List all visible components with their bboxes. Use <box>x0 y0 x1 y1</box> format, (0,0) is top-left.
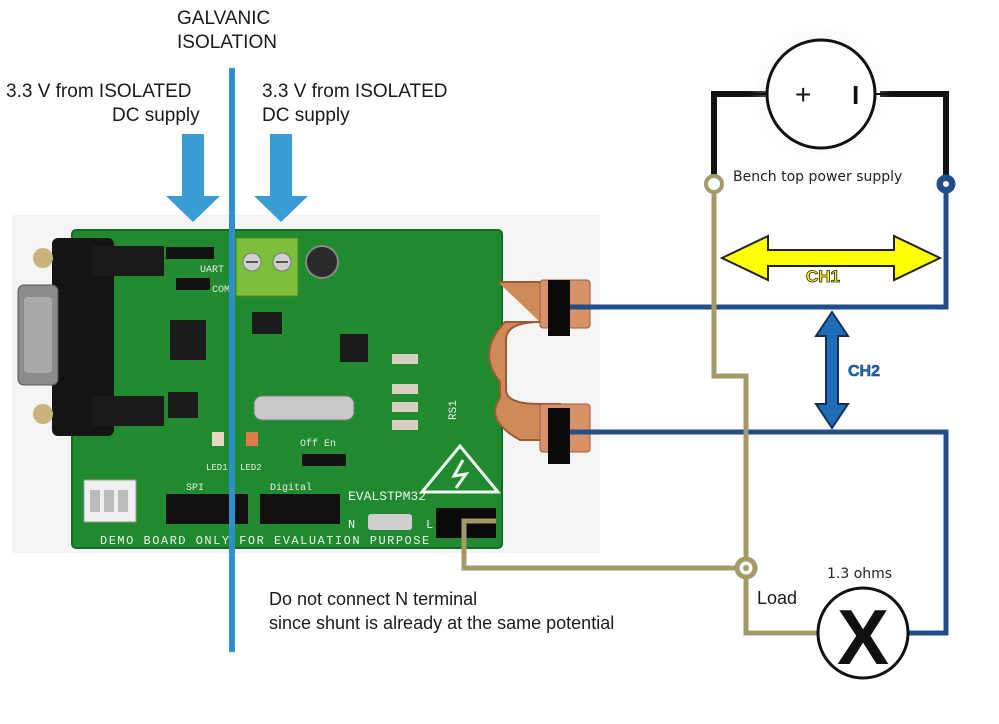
off-en-silk: Off En <box>300 438 336 450</box>
led2-silk: LED2 <box>240 463 262 473</box>
digital-silk: Digital <box>270 482 312 494</box>
load-x-icon: X <box>816 586 910 681</box>
terminal-block <box>235 237 299 297</box>
led1-silk: LED1 <box>206 463 228 473</box>
crystal <box>253 395 355 421</box>
terminal-clip <box>548 408 570 464</box>
db9-connector <box>17 238 164 436</box>
ic-chip <box>340 334 368 362</box>
ch1-label: CH1 <box>806 267 840 286</box>
left-supply-line1: 3.3 V from ISOLATED <box>6 81 192 102</box>
board-name: EVALSTPM32 <box>348 489 426 504</box>
high-voltage-warning-icon <box>418 443 502 494</box>
right-supply-line1: 3.3 V from ISOLATED <box>262 81 448 102</box>
load-value-label: 1.3 ohms <box>827 566 893 582</box>
ic-chip <box>252 312 282 334</box>
left-supply-line2: DC supply <box>112 105 200 126</box>
supply-minus: I <box>852 80 859 110</box>
ic-chip <box>168 392 198 418</box>
ic-chip <box>170 320 206 360</box>
capacitor <box>305 245 339 279</box>
l-silk: L <box>426 518 433 532</box>
bench-supply-label: Bench top power supply <box>733 169 903 185</box>
down-arrow-icon <box>254 134 308 222</box>
galvanic-label-line2: ISOLATION <box>177 32 277 53</box>
load-label: Load <box>757 588 798 608</box>
warning-line1: Do not connect N terminal <box>269 589 478 609</box>
warning-line2: since shunt is already at the same poten… <box>269 613 615 633</box>
com-silk: COM <box>212 285 230 296</box>
n-silk: N <box>348 518 355 532</box>
led1 <box>212 432 224 446</box>
terminal-clip <box>548 280 570 336</box>
bench-supply-icon: + I <box>742 38 902 150</box>
down-arrow-icon <box>166 134 220 222</box>
spi-silk: SPI <box>186 483 204 494</box>
supply-plus: + <box>795 79 811 110</box>
right-supply-line2: DC supply <box>262 105 350 126</box>
uart-silk: UART <box>200 265 224 276</box>
ch2-label: CH2 <box>848 363 880 380</box>
ch1-arrow: CH1 <box>719 234 943 286</box>
galvanic-label-line1: GALVANIC <box>177 8 271 29</box>
ch2-arrow: CH2 <box>814 310 880 430</box>
load-symbol: X <box>837 593 889 681</box>
led2 <box>246 432 258 446</box>
rs1-silk: RS1 <box>448 400 460 420</box>
board-footer: DEMO BOARD ONLY FOR EVALUATION PURPOSE <box>100 534 431 548</box>
node-olive-top <box>704 174 724 194</box>
wires <box>461 91 949 636</box>
evaluation-board: UART COM LED1 LED2 Off En <box>12 215 600 553</box>
